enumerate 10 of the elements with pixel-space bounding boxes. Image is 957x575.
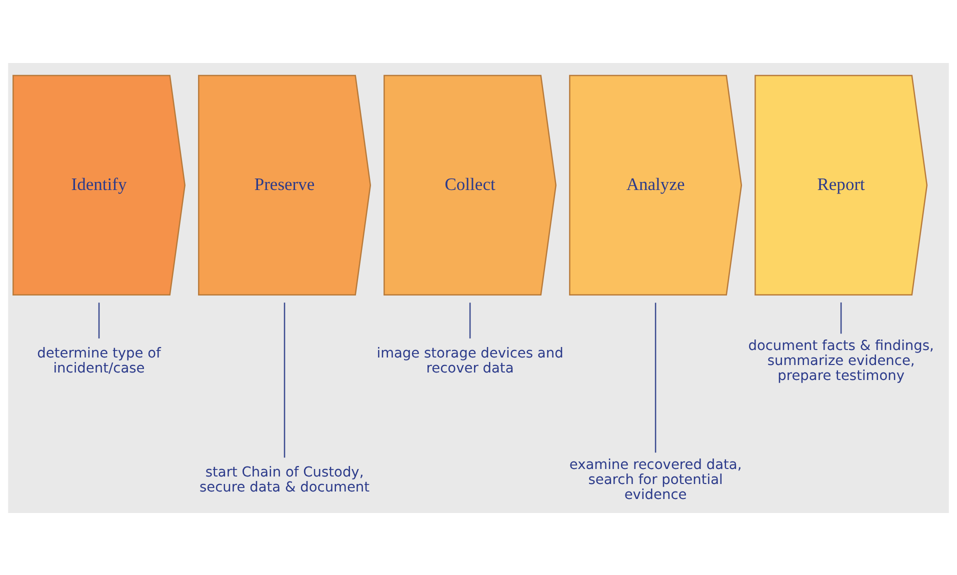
node-text: examine recovered data, search for potential evidence: [569, 456, 742, 502]
node-text: start Chain of Custody, secure data & document: [199, 464, 370, 495]
connector: [840, 302, 842, 334]
connector: [654, 302, 656, 452]
node-text: image storage devices and recover data: [376, 344, 564, 376]
node-text: document facts & findings, summarize evidence, prepare testimony: [748, 337, 934, 384]
connector: [98, 302, 100, 338]
connector: [284, 302, 286, 458]
node-text: determine type of incident/case: [37, 344, 161, 376]
connector: [469, 302, 471, 338]
